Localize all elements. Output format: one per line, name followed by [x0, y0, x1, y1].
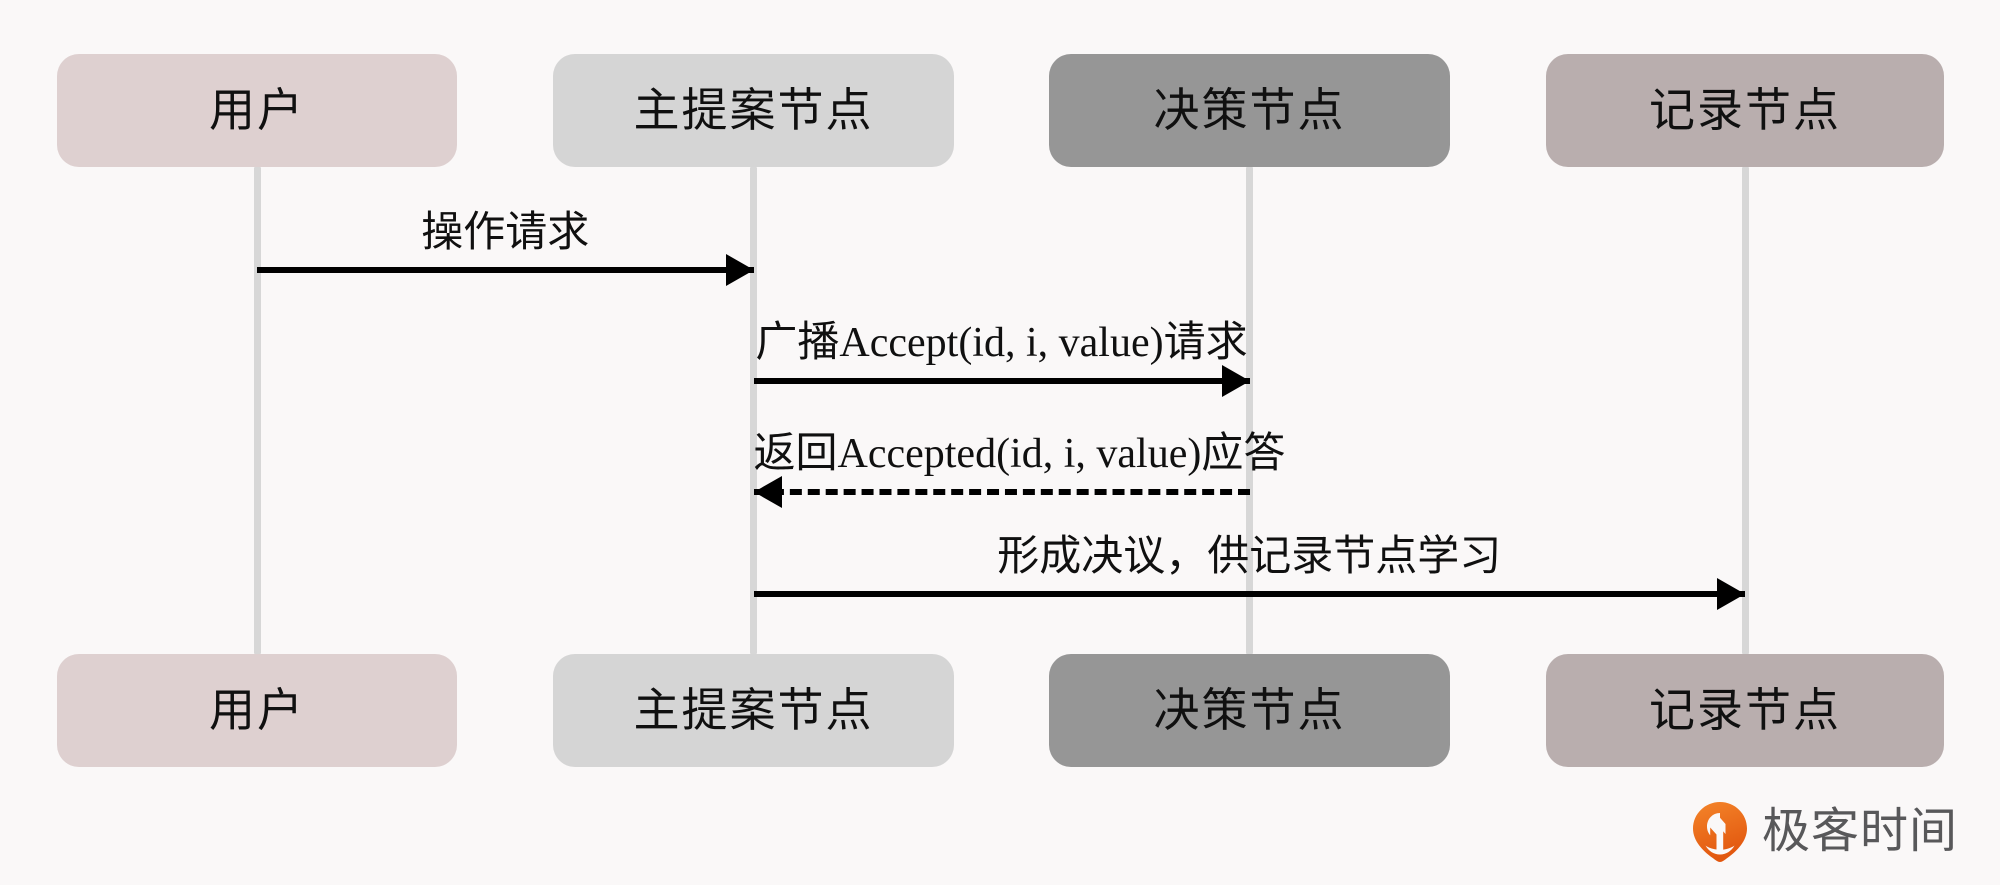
- participant-label: 主提案节点: [633, 684, 874, 736]
- message-label: 广播Accept(id, i, value)请求: [755, 320, 1248, 366]
- brand-watermark: 极客时间: [1692, 801, 1958, 863]
- participant-label: 记录节点: [1649, 84, 1841, 136]
- message-label: 返回Accepted(id, i, value)应答: [753, 431, 1286, 477]
- lifeline-learner: [1741, 167, 1749, 654]
- lifeline-proposer: [750, 167, 757, 654]
- participant-label: 决策节点: [1153, 684, 1346, 736]
- message-line: [753, 489, 1250, 495]
- geektime-logo-icon: [1692, 802, 1747, 862]
- participant-box-user-top[interactable]: 用户: [57, 54, 457, 167]
- arrowhead-icon: [753, 476, 782, 508]
- participant-box-acceptor-top[interactable]: 决策节点: [1049, 54, 1450, 167]
- message-label: 操作请求: [421, 208, 590, 255]
- arrowhead-icon: [725, 254, 754, 286]
- lifeline-user: [253, 167, 261, 654]
- arrowhead-icon: [1221, 365, 1250, 397]
- participant-box-proposer-top[interactable]: 主提案节点: [553, 54, 954, 167]
- message-line: [257, 267, 754, 273]
- participant-box-user-bottom[interactable]: 用户: [57, 654, 457, 767]
- participant-label: 记录节点: [1649, 684, 1841, 736]
- lifeline-acceptor: [1246, 167, 1253, 654]
- participant-box-learner-bottom[interactable]: 记录节点: [1546, 654, 1944, 767]
- brand-name: 极客时间: [1761, 805, 1958, 858]
- participant-label: 主提案节点: [633, 84, 874, 136]
- participant-box-acceptor-bottom[interactable]: 决策节点: [1049, 654, 1450, 767]
- message-line: [753, 378, 1250, 384]
- participant-box-proposer-bottom[interactable]: 主提案节点: [553, 654, 954, 767]
- participant-label: 用户: [209, 84, 305, 136]
- participant-label: 用户: [209, 684, 305, 736]
- arrowhead-icon: [1717, 578, 1745, 610]
- participant-label: 决策节点: [1153, 84, 1346, 136]
- message-label: 形成决议，供记录节点学习: [997, 532, 1502, 579]
- participant-box-learner-top[interactable]: 记录节点: [1546, 54, 1944, 167]
- message-line: [753, 591, 1745, 597]
